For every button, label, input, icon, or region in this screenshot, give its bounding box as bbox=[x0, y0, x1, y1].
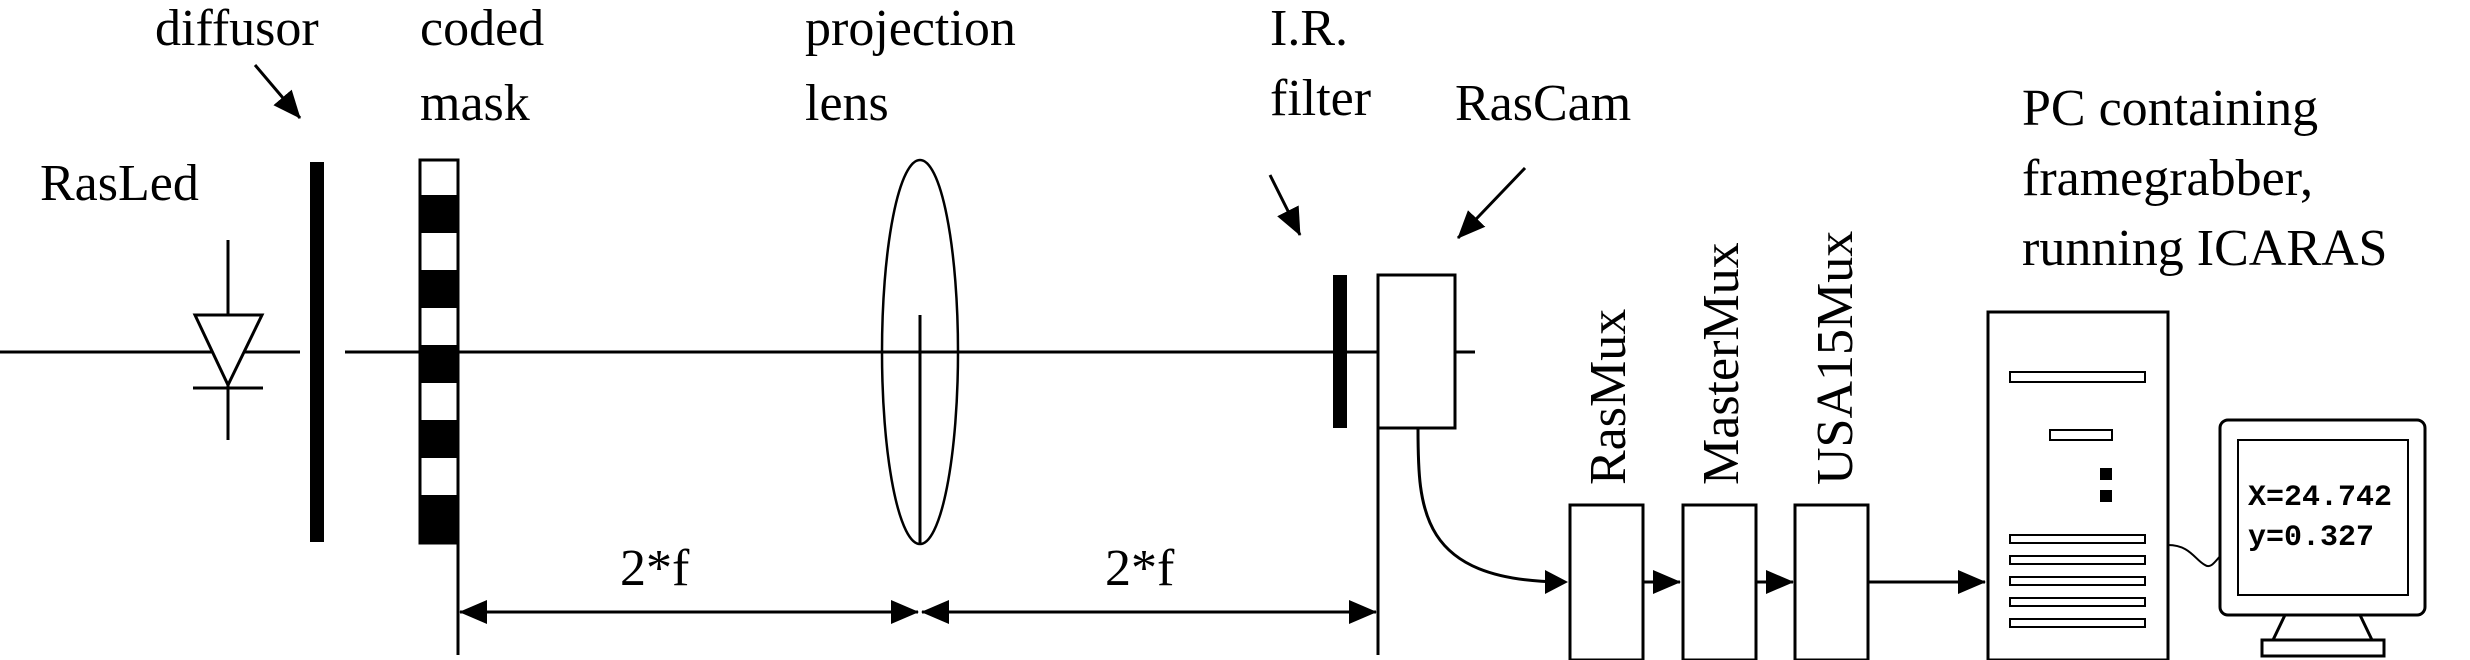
screen-y-readout: y=0.327 bbox=[2248, 521, 2374, 555]
camera-cable-arrowhead bbox=[1545, 570, 1568, 594]
pc-tower-icon bbox=[1986, 310, 2170, 660]
distance-left-label: 2*f bbox=[620, 540, 690, 597]
rascam-label: RasCam bbox=[1455, 75, 1631, 132]
screen-x-readout: X=24.742 bbox=[2248, 481, 2392, 515]
pc-label: PC containing framegrabber, running ICAR… bbox=[2022, 80, 2387, 277]
rasled-label: RasLed bbox=[40, 155, 199, 212]
mastermux-label: MasterMux bbox=[1693, 242, 1750, 485]
rascam-pointer-arrow bbox=[1456, 166, 1527, 240]
projection-lens-label: projection lens bbox=[805, 0, 1029, 132]
mastermux-box bbox=[1681, 503, 1758, 660]
rasmux-box bbox=[1568, 503, 1645, 660]
coded-mask-label: coded mask bbox=[420, 0, 557, 132]
rasled-diode-icon bbox=[192, 240, 265, 440]
rascam-box bbox=[1376, 273, 1457, 430]
ir-filter-label: I.R. filter bbox=[1270, 0, 1371, 127]
ir-filter-pointer-arrow bbox=[1268, 174, 1302, 236]
usa15mux-box bbox=[1793, 503, 1870, 660]
usa15mux-label: USA15Mux bbox=[1807, 231, 1864, 485]
monitor-icon bbox=[2218, 418, 2427, 658]
distance-right-label: 2*f bbox=[1105, 540, 1175, 597]
rasmux-label: RasMux bbox=[1580, 309, 1637, 485]
coded-mask bbox=[418, 158, 460, 545]
diffusor-label: diffusor bbox=[155, 0, 319, 57]
camera-cable bbox=[1416, 427, 1561, 584]
diffusor-pointer-arrow bbox=[253, 64, 302, 119]
